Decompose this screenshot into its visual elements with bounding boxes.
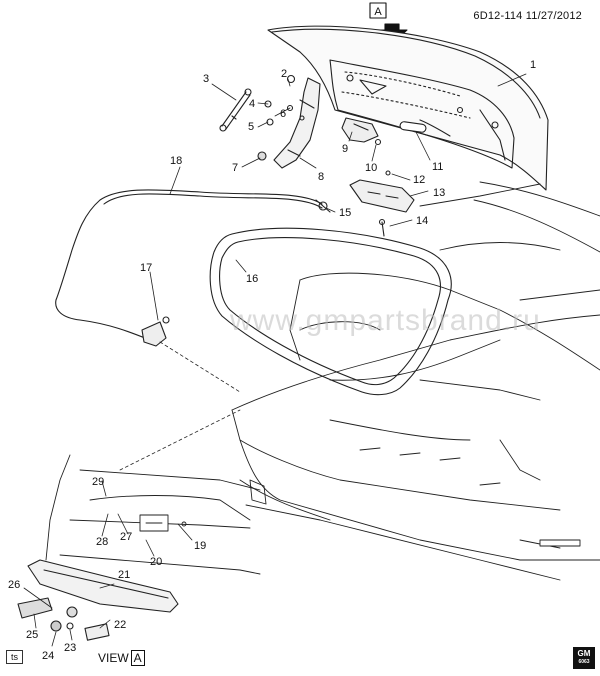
- rear-fascia-view: [45, 454, 261, 575]
- watermark: www.gmpartsbrand.ru: [230, 304, 541, 337]
- gas-strut: [219, 88, 252, 132]
- gm-logo-line2: 6063: [578, 659, 590, 665]
- callout-28: 28: [96, 536, 108, 548]
- callout-4: 4: [249, 98, 255, 110]
- callout-23: 23: [64, 642, 76, 654]
- leader-lines: [23, 73, 527, 647]
- release-handle: [141, 316, 170, 347]
- view-label-letter: A: [130, 650, 145, 666]
- callout-16: 16: [246, 273, 258, 285]
- release-cable: [55, 189, 331, 341]
- diagram-header: 6D12-114 11/27/2012: [473, 10, 582, 22]
- callout-labels: 1 2 3 4 5 6 7 8 9 10 11 12 13 14 15 16 1…: [8, 6, 536, 662]
- callout-22: 22: [114, 619, 126, 631]
- vehicle-body: [231, 181, 600, 581]
- gm-logo: GM 6063: [573, 647, 595, 669]
- callout-26: 26: [8, 579, 20, 591]
- callout-15: 15: [339, 207, 351, 219]
- diagram-date: 11/27/2012: [525, 10, 582, 22]
- trunk-lid: [267, 25, 549, 191]
- striker-bracket: [349, 179, 415, 213]
- callout-1: 1: [530, 59, 536, 71]
- gm-logo-line1: GM: [577, 649, 591, 658]
- callout-8: 8: [318, 171, 324, 183]
- callout-6: 6: [280, 108, 286, 120]
- fastener-12: [385, 170, 391, 176]
- callout-21: 21: [118, 569, 130, 581]
- release-switch: [399, 121, 427, 133]
- lamp-assemblies: [17, 597, 110, 641]
- callout-19: 19: [194, 540, 206, 552]
- callout-7: 7: [232, 162, 238, 174]
- latch: [341, 117, 379, 143]
- callout-20: 20: [150, 556, 162, 568]
- view-label-text: VIEW: [98, 651, 129, 665]
- callout-24: 24: [42, 650, 54, 662]
- hinge: [273, 77, 321, 169]
- callout-11: 11: [432, 161, 443, 173]
- callout-10: 10: [365, 162, 377, 174]
- diagram-id: 6D12-114: [473, 10, 523, 22]
- callout-29: 29: [92, 476, 104, 488]
- callout-9: 9: [342, 143, 348, 155]
- callout-13: 13: [433, 187, 445, 199]
- callout-18: 18: [170, 155, 182, 167]
- license-trim: [27, 559, 179, 613]
- bolt-14: [378, 218, 386, 237]
- callout-2: 2: [281, 68, 287, 80]
- callout-5: 5: [248, 121, 254, 133]
- ts-badge: ts: [6, 650, 24, 664]
- weatherstrip: [209, 227, 452, 396]
- callout-17: 17: [140, 262, 152, 274]
- callout-27: 27: [120, 531, 132, 543]
- callout-14: 14: [416, 215, 428, 227]
- callout-25: 25: [26, 629, 38, 641]
- callout-3: 3: [203, 73, 209, 85]
- callout-12: 12: [413, 174, 425, 186]
- bolt-10: [374, 138, 382, 146]
- view-marker-letter: A: [374, 6, 382, 18]
